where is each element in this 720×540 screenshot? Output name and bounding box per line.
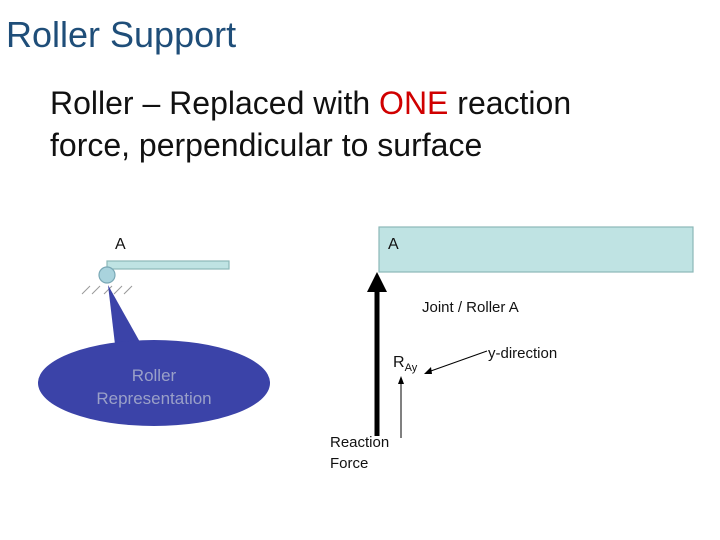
subtitle-highlight: ONE xyxy=(379,85,449,121)
slide-title: Roller Support xyxy=(6,14,237,55)
subtitle-part1: Roller – Replaced with xyxy=(50,85,380,121)
reaction-arrow-head xyxy=(367,272,387,292)
reaction-caption-line2: Force xyxy=(330,455,369,472)
left-joint-label: A xyxy=(115,236,126,253)
y-direction-label: y-direction xyxy=(488,345,558,362)
reaction-caption-line1: Reaction xyxy=(330,434,390,451)
callout-text-line1: Roller xyxy=(132,366,177,385)
right-joint-label: A xyxy=(388,236,399,253)
ydir-leader-line xyxy=(427,350,488,373)
slide-subtitle: Roller – Replaced with ONE reaction forc… xyxy=(50,82,571,166)
right-beam xyxy=(378,226,694,273)
subtitle-part2: reaction xyxy=(448,85,572,121)
reaction-symbol: RAy xyxy=(393,354,417,374)
caption-leader-head xyxy=(398,376,404,384)
reaction-force-caption: Reaction Force xyxy=(330,432,389,474)
joint-roller-label: Joint / Roller A xyxy=(422,299,519,316)
subtitle-line-1: Roller – Replaced with ONE reaction xyxy=(50,82,571,124)
roller-circle xyxy=(98,266,116,284)
reaction-symbol-subscript: Ay xyxy=(404,362,418,375)
callout-text-line2: Representation xyxy=(96,389,211,408)
subtitle-line-2: force, perpendicular to surface xyxy=(50,127,483,163)
ground-hatch xyxy=(81,285,133,295)
roller-callout-ellipse xyxy=(38,340,270,426)
ydir-leader-head xyxy=(424,367,432,374)
left-beam xyxy=(106,260,230,270)
reaction-symbol-r: R xyxy=(393,354,405,371)
